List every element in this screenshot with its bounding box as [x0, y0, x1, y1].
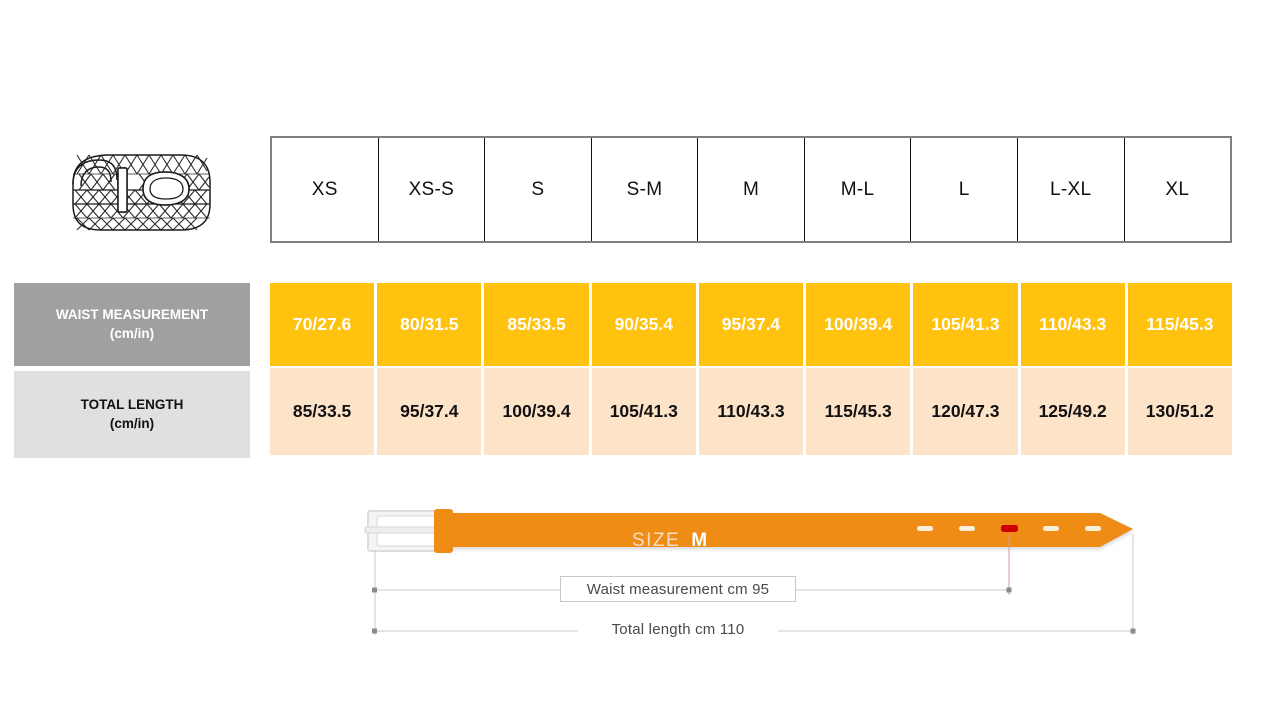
size-value: M	[691, 530, 708, 551]
belt-strap	[373, 513, 1133, 547]
length-label-title: TOTAL LENGTH	[80, 397, 184, 413]
waist-value-s: 85/33.5	[484, 283, 592, 366]
total-length-row: 85/33.5 95/37.4 100/39.4 105/41.3 110/43…	[270, 368, 1232, 455]
belt-buckle	[364, 510, 444, 552]
belt-hole-1	[917, 526, 933, 531]
size-header-xs: XS	[272, 138, 379, 241]
size-header-l: L	[911, 138, 1018, 241]
length-value-l-xl: 125/49.2	[1020, 368, 1128, 455]
woven-belt-illustration	[72, 154, 211, 231]
size-header-s: S	[485, 138, 592, 241]
size-header-l-xl: L-XL	[1018, 138, 1125, 241]
length-value-m-l: 115/45.3	[806, 368, 914, 455]
belt-hole-3-active	[1001, 525, 1018, 532]
total-length-label: TOTAL LENGTH (cm/in)	[14, 371, 250, 458]
length-value-l: 120/47.3	[913, 368, 1021, 455]
belt-hole-4	[1043, 526, 1059, 531]
table-header-row: XS XS-S S S-M M M-L L L-XL XL	[270, 136, 1232, 243]
length-value-xs: 85/33.5	[270, 368, 378, 455]
size-header-m: M	[698, 138, 805, 241]
belt-size-label: SIZE M	[632, 530, 708, 552]
size-header-s-m: S-M	[592, 138, 699, 241]
waist-label-title: WAIST MEASUREMENT	[55, 307, 209, 323]
total-length-callout: Total length cm 110	[578, 617, 778, 641]
waist-label-unit: (cm/in)	[109, 325, 155, 341]
length-value-s: 100/39.4	[484, 368, 592, 455]
length-value-xs-s: 95/37.4	[377, 368, 485, 455]
size-header-xl: XL	[1165, 178, 1190, 200]
length-value-m: 110/43.3	[698, 368, 807, 455]
waist-value-l: 105/41.3	[913, 283, 1021, 366]
size-word: SIZE	[632, 530, 681, 551]
waist-measurement-label: WAIST MEASUREMENT (cm/in)	[14, 283, 250, 366]
waist-value-s-m: 90/35.4	[591, 283, 699, 366]
waist-value-xs-s: 80/31.5	[377, 283, 485, 366]
size-header-xs-s: XS-S	[379, 138, 486, 241]
waist-measurement-callout: Waist measurement cm 95	[560, 576, 796, 602]
waist-value-xs: 70/27.6	[270, 283, 378, 366]
waist-value-l-xl: 110/43.3	[1020, 283, 1128, 366]
waist-value-xl: 115/45.3	[1127, 283, 1232, 366]
size-chart-table: XS XS-S S S-M M M-L L L-XL XL 70/27.6 80…	[270, 136, 1232, 455]
length-value-s-m: 105/41.3	[591, 368, 699, 455]
belt-holes	[917, 525, 1101, 532]
belt-keeper-loop	[434, 509, 453, 553]
waist-measurement-row: 70/27.6 80/31.5 85/33.5 90/35.4 95/37.4 …	[270, 283, 1232, 366]
size-header-m-l: M-L	[805, 138, 912, 241]
belt-hole-5	[1085, 526, 1101, 531]
length-label-unit: (cm/in)	[109, 415, 155, 431]
waist-value-m: 95/37.4	[698, 283, 807, 366]
woven-belt-icon	[55, 142, 225, 238]
waist-value-m-l: 100/39.4	[806, 283, 914, 366]
belt-hole-2	[959, 526, 975, 531]
length-value-xl: 130/51.2	[1127, 368, 1232, 455]
